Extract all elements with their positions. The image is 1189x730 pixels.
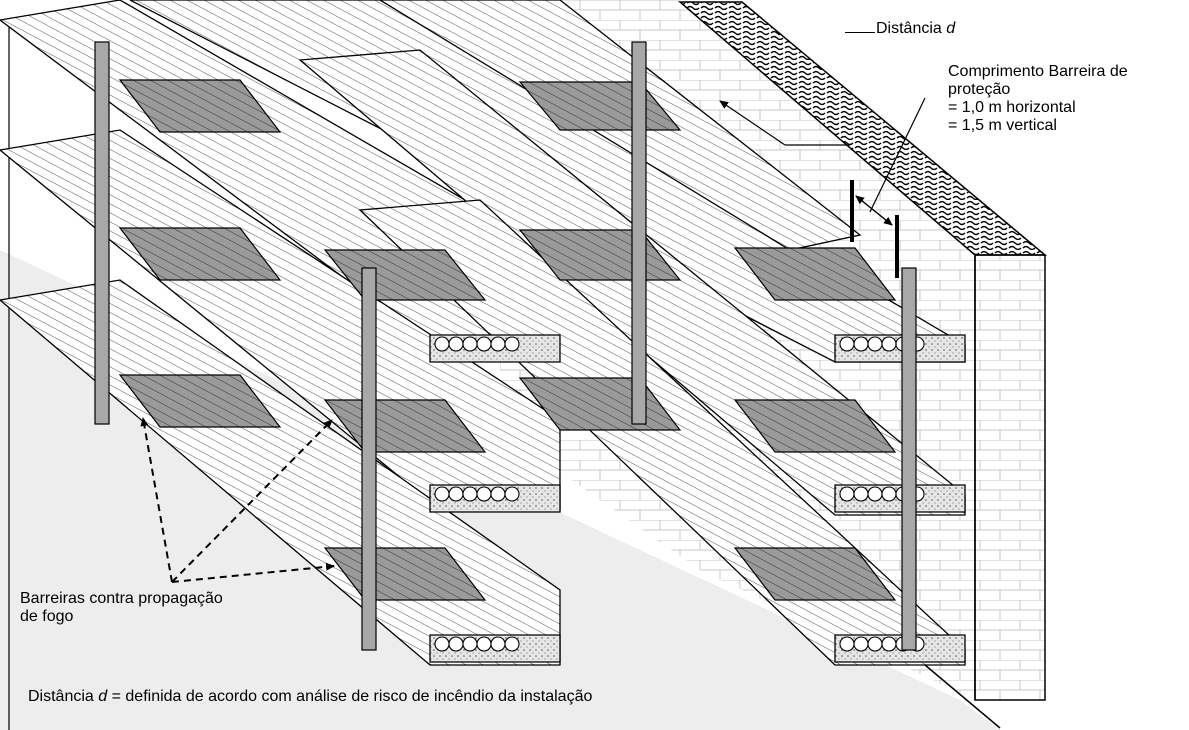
barrier-length-line3: = 1,0 m horizontal bbox=[948, 99, 1076, 116]
fire-barrier-1 bbox=[118, 79, 282, 133]
fire-barriers-label: Barreiras contra propagação de fogo bbox=[20, 590, 223, 626]
barrier-length-line4: = 1,5 m vertical bbox=[948, 117, 1057, 134]
note-prefix: Distância bbox=[28, 688, 99, 705]
fire-barrier-2 bbox=[118, 227, 282, 281]
distance-underline bbox=[845, 19, 875, 33]
fire-barrier-10 bbox=[733, 247, 897, 301]
post-3 bbox=[631, 41, 647, 425]
post-1 bbox=[94, 41, 110, 425]
distance-indicator bbox=[719, 97, 926, 278]
note-var: d bbox=[98, 688, 108, 705]
fire-barrier-11 bbox=[733, 399, 897, 453]
fire-barriers-line1: Barreiras contra propagação bbox=[20, 590, 223, 607]
distance-var: d bbox=[946, 20, 956, 37]
barrier-length-label: Comprimento Barreira de proteção = 1,0 m… bbox=[948, 63, 1128, 135]
post-4 bbox=[901, 267, 917, 651]
fire-barriers-line2: de fogo bbox=[20, 608, 74, 625]
barrier-length-line2: proteção bbox=[948, 81, 1011, 98]
fire-barrier-3 bbox=[118, 374, 282, 428]
distance-note: Distância d = definida de acordo com aná… bbox=[28, 688, 592, 706]
barrier-length-line1: Comprimento Barreira de bbox=[948, 63, 1128, 80]
fire-barrier-12 bbox=[733, 547, 897, 601]
distance-label-text: Distância bbox=[876, 20, 947, 37]
gravel-slab-front bbox=[974, 254, 1046, 701]
barrier-pointers bbox=[140, 417, 335, 583]
distance-label: Distância d bbox=[845, 19, 955, 38]
support-posts bbox=[94, 41, 917, 651]
note-suffix: = definida de acordo com análise de risc… bbox=[107, 688, 593, 705]
post-2 bbox=[361, 267, 377, 651]
tray-ends bbox=[429, 334, 966, 663]
